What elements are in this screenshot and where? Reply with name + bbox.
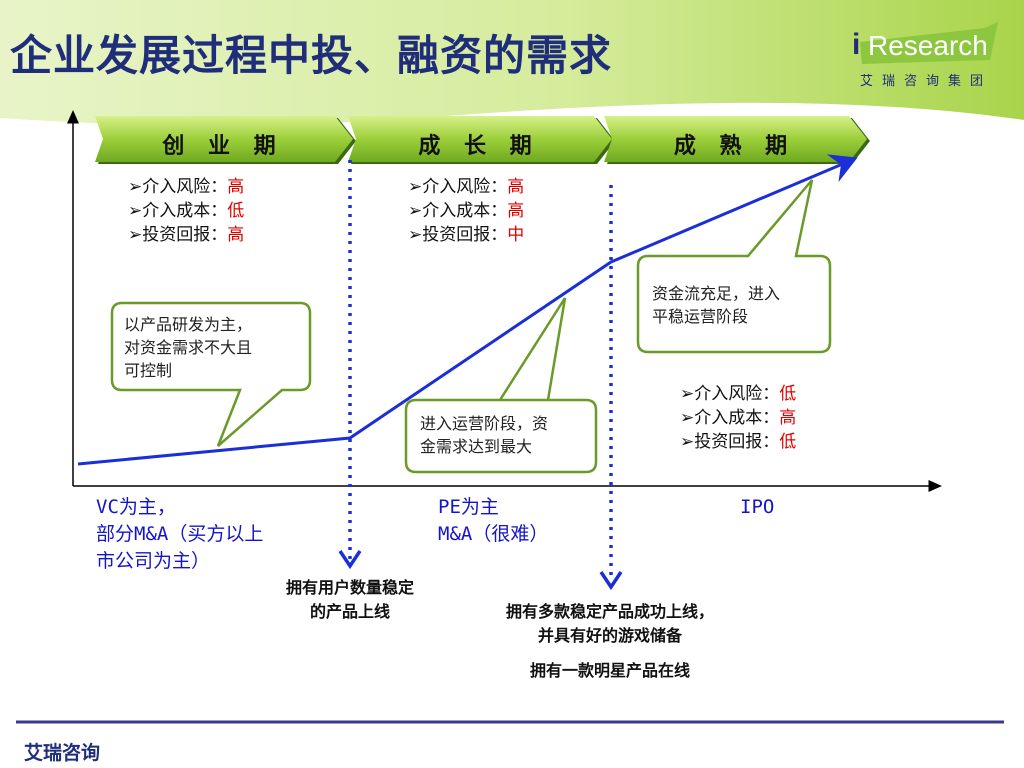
metric-row: ➢介入风险：高 bbox=[408, 177, 525, 197]
divider-mature-arrowhead bbox=[599, 571, 623, 591]
footer-brand: 艾瑞咨询 bbox=[24, 742, 101, 764]
financing-mature: IPO bbox=[740, 496, 775, 518]
financing-startup: VC为主，部分M&A（买方以上市公司为主） bbox=[96, 496, 264, 572]
page-title: 企业发展过程中投、融资的需求 bbox=[10, 31, 613, 80]
milestone-growth: 拥有用户数量稳定的产品上线 bbox=[285, 578, 414, 621]
metrics-mature: ➢介入风险：低 ➢介入成本：高 ➢投资回报：低 bbox=[680, 382, 796, 454]
callout-mature bbox=[636, 179, 832, 354]
metric-row: ➢投资回报：高 bbox=[128, 225, 245, 245]
metric-row: ➢介入风险：高 bbox=[128, 177, 245, 197]
metrics-startup: ➢介入风险：高 ➢介入成本：低 ➢投资回报：高 bbox=[128, 175, 244, 247]
divider-growth-arrowhead bbox=[338, 550, 362, 570]
phase-label-growth: 成 长 期 bbox=[418, 134, 540, 159]
callout-growth-text: 进入运营阶段，资金需求达到最大 bbox=[420, 414, 549, 456]
metric-row: ➢介入成本：高 bbox=[680, 408, 797, 428]
logo-i: i bbox=[852, 28, 861, 61]
metric-row: ➢介入成本：高 bbox=[408, 201, 525, 221]
phase-chevron-3 bbox=[604, 116, 870, 164]
metric-row: ➢投资回报：低 bbox=[680, 432, 797, 452]
metric-row: ➢介入成本：低 bbox=[128, 201, 245, 221]
milestone-star-product: 拥有一款明星产品在线 bbox=[529, 661, 690, 680]
callout-mature-text: 资金流充足，进入平稳运营阶段 bbox=[652, 284, 781, 326]
phase-label-startup: 创 业 期 bbox=[162, 134, 284, 159]
callout-startup bbox=[110, 301, 312, 447]
milestone-mature: 拥有多款稳定产品成功上线，并具有好的游戏储备 bbox=[505, 602, 714, 645]
phase-label-mature: 成 熟 期 bbox=[673, 134, 796, 159]
metric-row: ➢投资回报：中 bbox=[408, 225, 525, 245]
callout-startup-text: 以产品研发为主，对资金需求不大且可控制 bbox=[124, 315, 253, 380]
growth-curve bbox=[77, 154, 858, 466]
metric-row: ➢介入风险：低 bbox=[680, 384, 797, 404]
callout-growth bbox=[404, 297, 598, 474]
logo-research: Research bbox=[868, 30, 988, 61]
phase-chevron-1 bbox=[95, 116, 356, 164]
metrics-growth: ➢介入风险：高 ➢介入成本：高 ➢投资回报：中 bbox=[408, 175, 524, 247]
phase-chevron-2 bbox=[348, 116, 615, 164]
logo-subtitle: 艾瑞咨询集团 bbox=[860, 74, 993, 89]
